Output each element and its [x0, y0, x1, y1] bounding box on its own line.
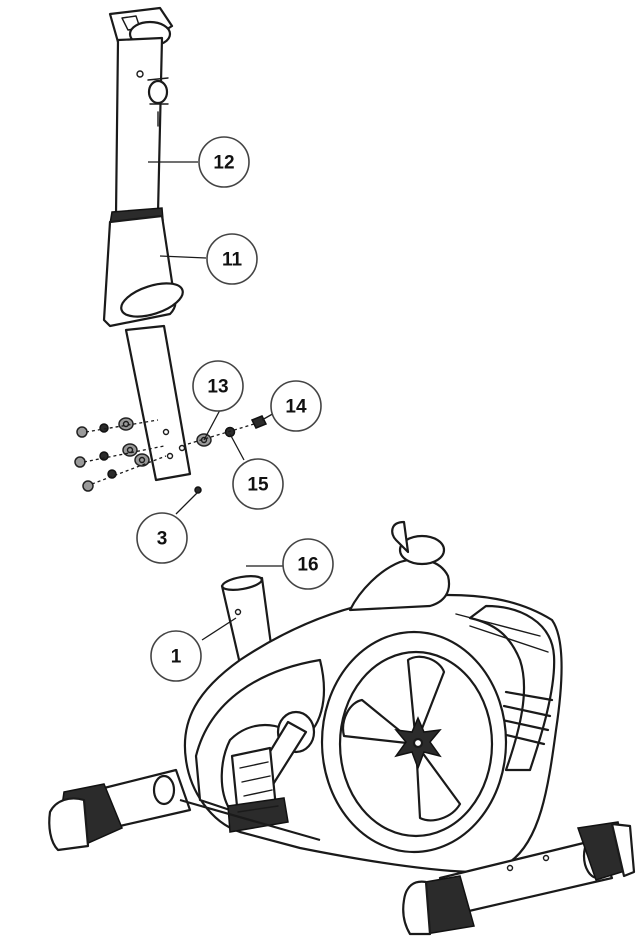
front-stabilizer — [402, 821, 636, 936]
lower-post — [124, 324, 192, 482]
callout-16-label: 16 — [297, 555, 318, 576]
upper-post-part-12 — [108, 6, 174, 225]
callout-3: 3 — [136, 512, 188, 564]
callout-14-label: 14 — [285, 397, 307, 418]
callout-15: 15 — [232, 458, 284, 510]
callout-11-label: 11 — [222, 250, 243, 271]
callout-3-label: 3 — [157, 529, 168, 550]
callout-1-label: 1 — [171, 647, 182, 668]
callout-13: 13 — [192, 360, 244, 412]
callout-13-label: 13 — [207, 377, 228, 398]
callout-15-label: 15 — [247, 475, 269, 496]
callout-12-label: 12 — [213, 153, 234, 174]
callout-11: 11 — [206, 233, 258, 285]
leader-lines — [148, 161, 286, 641]
callout-12: 12 — [198, 136, 250, 188]
callout-16: 16 — [282, 538, 334, 590]
left-bolt-set — [74, 417, 167, 492]
callout-1: 1 — [150, 630, 202, 682]
rear-stabilizer — [48, 768, 321, 852]
shroud-part-11 — [102, 214, 184, 328]
callout-14: 14 — [270, 380, 322, 432]
bike-frame — [183, 520, 563, 874]
